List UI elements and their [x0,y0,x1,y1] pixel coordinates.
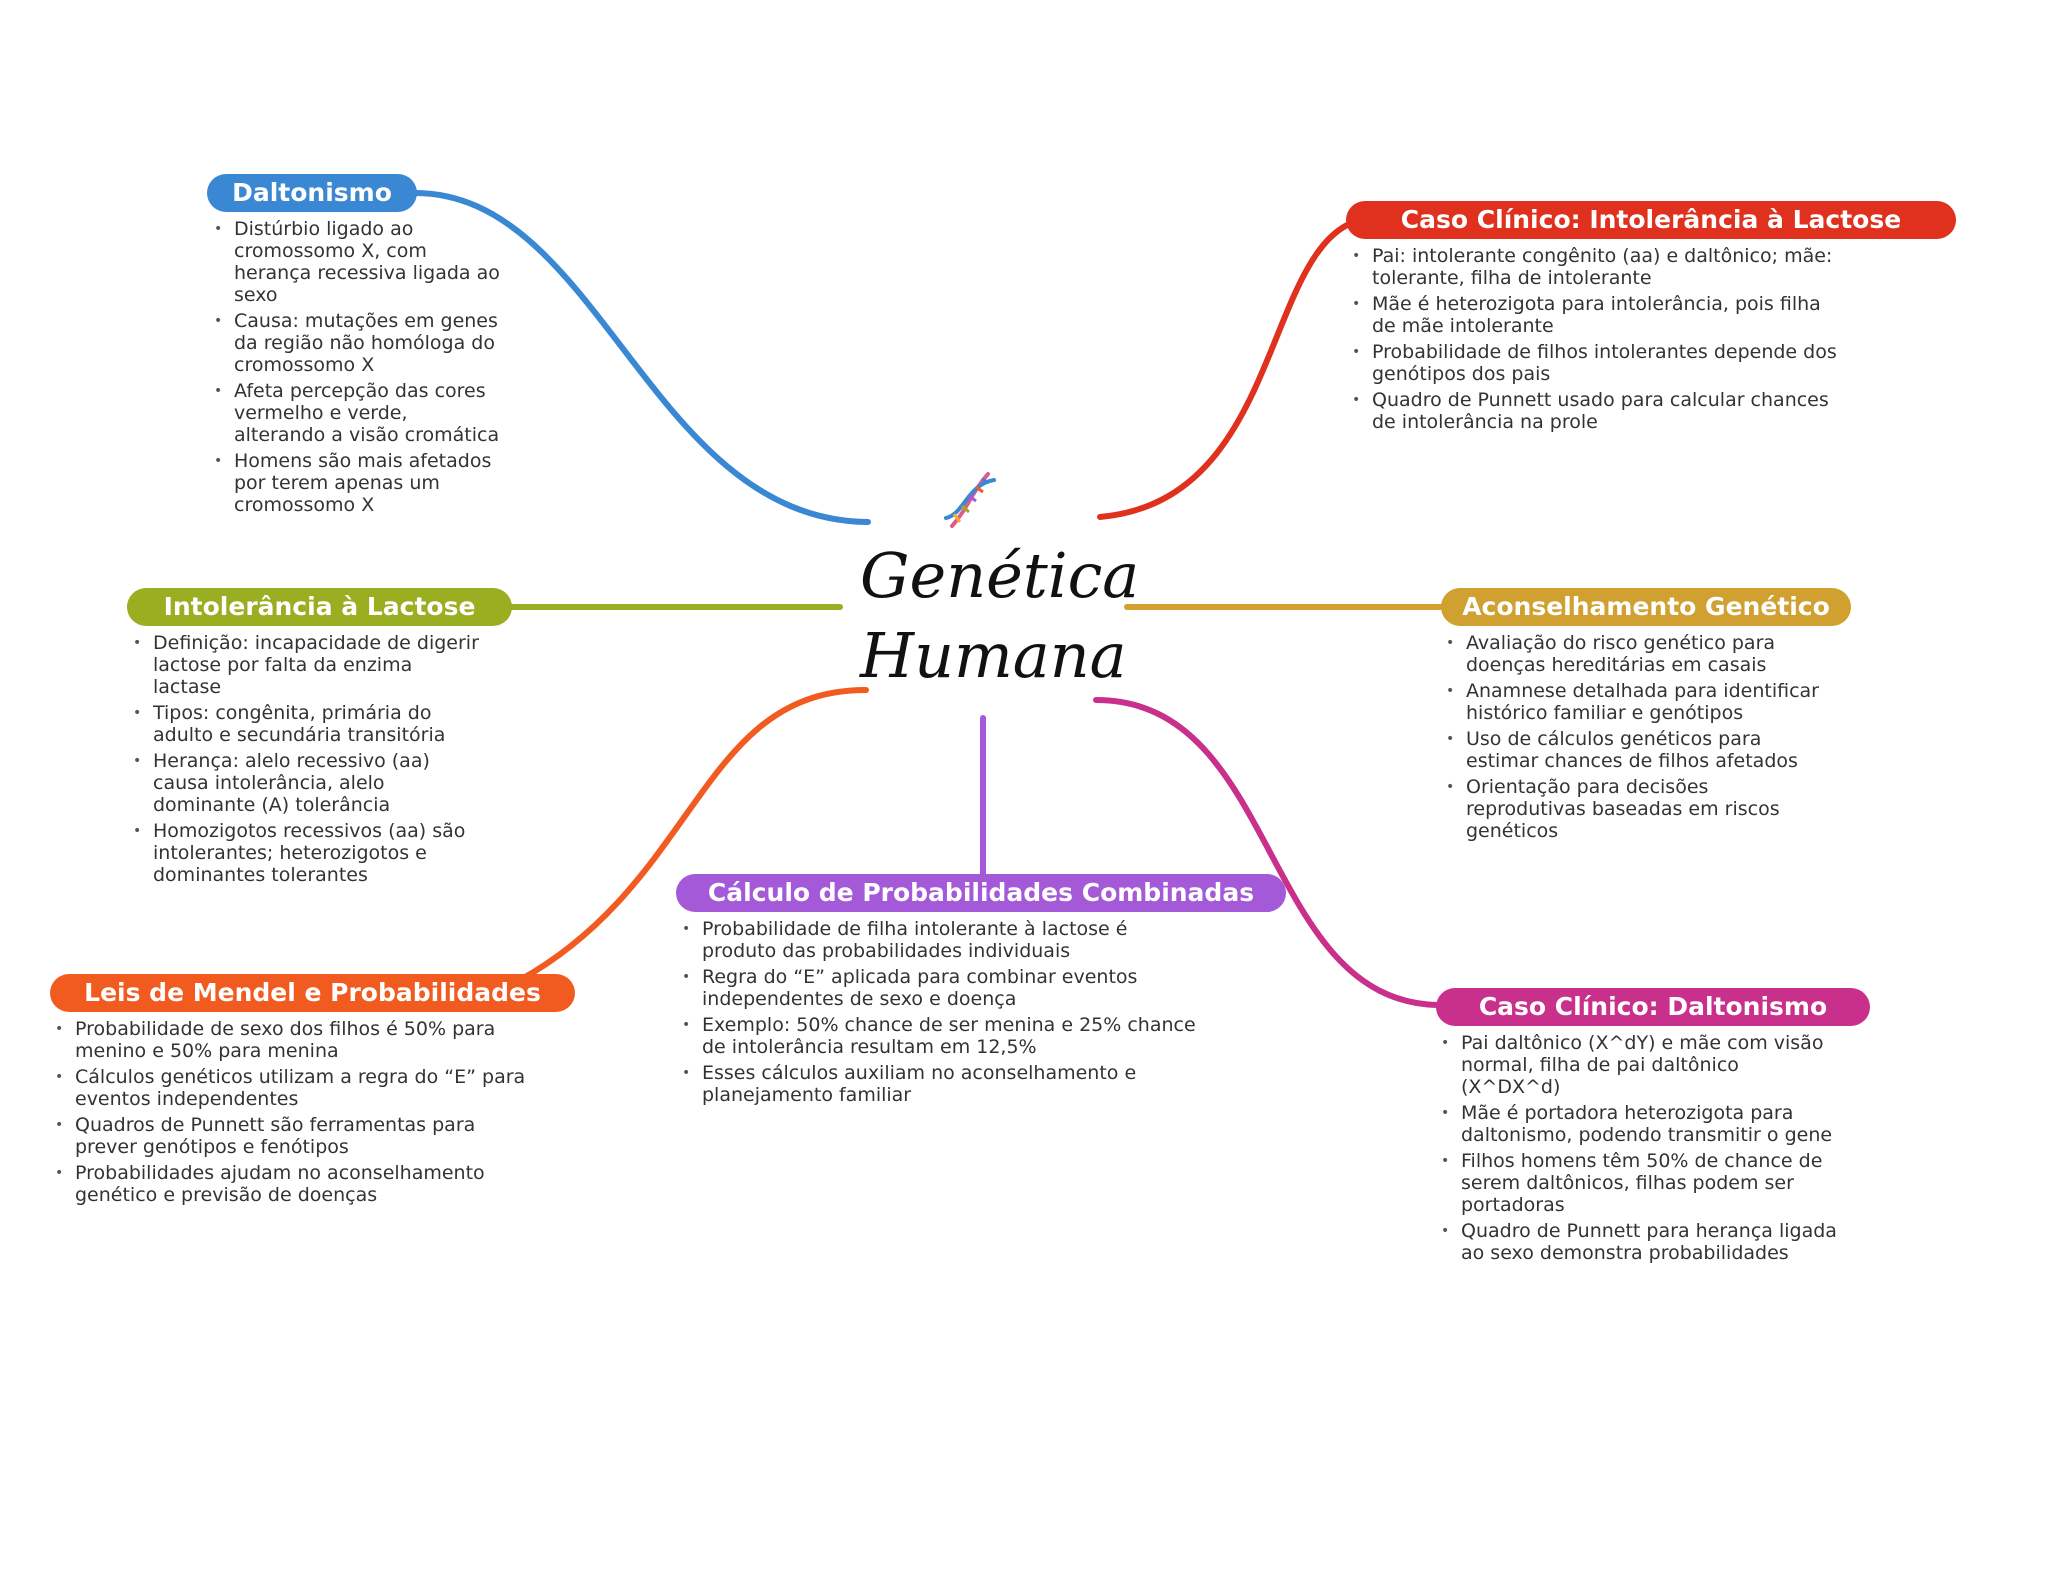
topic-leis-mendel[interactable]: Leis de Mendel e Probabilidades [50,974,575,1012]
topic-intolerancia-lactose[interactable]: Intolerância à Lactose [127,588,512,626]
list-item: Homens são mais afetados por terem apena… [212,450,502,516]
dna-icon [944,472,996,528]
connector-mendel [517,687,869,983]
list-item: Regra do “E” aplicada para combinar even… [680,966,1200,1010]
central-title-line-1: Genética [860,539,1140,612]
topic-caso-clinico-lactose[interactable]: Caso Clínico: Intolerância à Lactose [1346,201,1956,239]
list-item: Anamnese detalhada para identificar hist… [1444,680,1824,724]
list-item: Cálculos genéticos utilizam a regra do “… [53,1066,528,1110]
mendel-list: Probabilidade de sexo dos filhos é 50% p… [53,1018,528,1210]
connector-caso-lactose [1097,215,1373,520]
list-item: Probabilidade de filha intolerante à lac… [680,918,1200,962]
list-item: Probabilidade de sexo dos filhos é 50% p… [53,1018,528,1062]
caso-lactose-list: Pai: intolerante congênito (aa) e daltôn… [1350,245,1840,437]
list-item: Mãe é portadora heterozigota para dalton… [1439,1102,1839,1146]
daltonismo-list: Distúrbio ligado ao cromossomo X, com he… [212,218,502,520]
topic-calculo-probabilidades[interactable]: Cálculo de Probabilidades Combinadas [676,874,1286,912]
list-item: Probabilidade de filhos intolerantes dep… [1350,341,1840,385]
list-item: Pai daltônico (X^dY) e mãe com visão nor… [1439,1032,1839,1098]
topic-caso-clinico-daltonismo[interactable]: Caso Clínico: Daltonismo [1436,988,1870,1026]
list-item: Probabilidades ajudam no aconselhamento … [53,1162,528,1206]
list-item: Pai: intolerante congênito (aa) e daltôn… [1350,245,1840,289]
list-item: Tipos: congênita, primária do adulto e s… [131,702,486,746]
calculo-list: Probabilidade de filha intolerante à lac… [680,918,1200,1110]
list-item: Definição: incapacidade de digerir lacto… [131,632,486,698]
caso-daltonismo-list: Pai daltônico (X^dY) e mãe com visão nor… [1439,1032,1839,1268]
list-item: Mãe é heterozigota para intolerância, po… [1350,293,1840,337]
topic-daltonismo[interactable]: Daltonismo [207,174,417,212]
list-item: Distúrbio ligado ao cromossomo X, com he… [212,218,502,306]
list-item: Exemplo: 50% chance de ser menina e 25% … [680,1014,1200,1058]
topic-aconselhamento-genetico[interactable]: Aconselhamento Genético [1441,588,1851,626]
list-item: Quadro de Punnett usado para calcular ch… [1350,389,1840,433]
list-item: Quadro de Punnett para herança ligada ao… [1439,1220,1839,1264]
central-title-line-2: Humana [860,619,1127,692]
list-item: Homozigotos recessivos (aa) são intolera… [131,820,486,886]
intolerancia-list: Definição: incapacidade de digerir lacto… [131,632,486,890]
list-item: Uso de cálculos genéticos para estimar c… [1444,728,1824,772]
list-item: Orientação para decisões reprodutivas ba… [1444,776,1824,842]
connector-caso-daltonismo [1093,697,1440,1008]
list-item: Afeta percepção das cores vermelho e ver… [212,380,502,446]
aconselhamento-list: Avaliação do risco genético para doenças… [1444,632,1824,846]
list-item: Avaliação do risco genético para doenças… [1444,632,1824,676]
list-item: Herança: alelo recessivo (aa) causa into… [131,750,486,816]
list-item: Causa: mutações em genes da região não h… [212,310,502,376]
central-topic[interactable]: Genética Humana [860,460,1140,692]
connector-daltonismo [412,190,871,525]
list-item: Esses cálculos auxiliam no aconselhament… [680,1062,1200,1106]
list-item: Filhos homens têm 50% de chance de serem… [1439,1150,1839,1216]
list-item: Quadros de Punnett são ferramentas para … [53,1114,528,1158]
